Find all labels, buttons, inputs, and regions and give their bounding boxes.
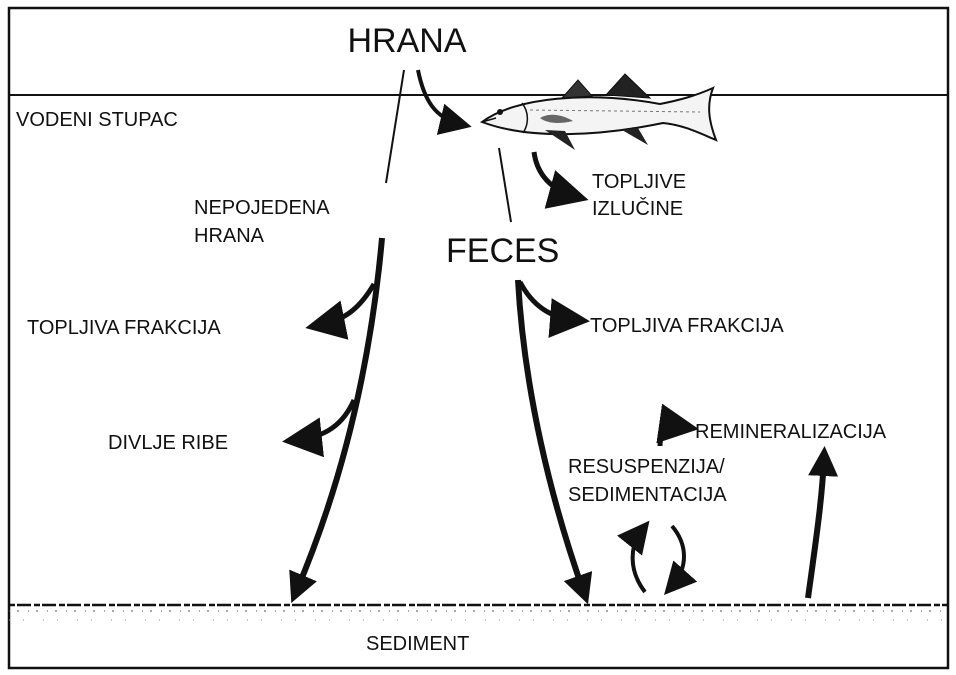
wild-fish-label: DIVLJE RIBE [108, 432, 228, 454]
soluble-fraction-right-label: TOPLJIVA FRAKCIJA [590, 315, 784, 337]
excretions-arrow [534, 152, 574, 196]
feces-label: FECES [446, 232, 559, 270]
resuspension-label-line2: SEDIMENTACIJA [568, 484, 727, 506]
uneaten-food-to-soluble-arrow [320, 284, 374, 325]
water-column-label: VODENI STUPAC [16, 109, 178, 131]
uneaten-food-line-upper [386, 70, 404, 183]
remineralization-label: REMINERALIZACIJA [695, 421, 887, 443]
resuspension-label-line1: RESUSPENZIJA/ [568, 456, 725, 478]
remineralization-up-arrow [808, 458, 824, 598]
food-to-fish-arrow [418, 70, 460, 124]
sedimentation-down-arrow [672, 526, 684, 586]
soluble-excretions-label-line2: IZLUČINE [592, 197, 683, 220]
uneaten-food-label-line2: HRANA [194, 225, 265, 247]
remineralization-curl-arrow [660, 427, 684, 446]
sediment-label: SEDIMENT [366, 633, 469, 655]
resuspension-up-arrow [633, 530, 645, 592]
feces-to-sediment-arrow [518, 280, 584, 593]
fish-icon [482, 74, 716, 150]
uneaten-food-to-wild-fish-arrow [297, 400, 354, 440]
soluble-excretions-label-line1: TOPLJIVE [592, 171, 686, 193]
feces-to-soluble-arrow [520, 282, 575, 320]
soluble-fraction-left-label: TOPLJIVA FRAKCIJA [27, 317, 221, 339]
feces-line-upper [499, 148, 511, 222]
uneaten-food-label-line1: NEPOJEDENA [194, 197, 330, 219]
diagram-title: HRANA [347, 22, 466, 60]
